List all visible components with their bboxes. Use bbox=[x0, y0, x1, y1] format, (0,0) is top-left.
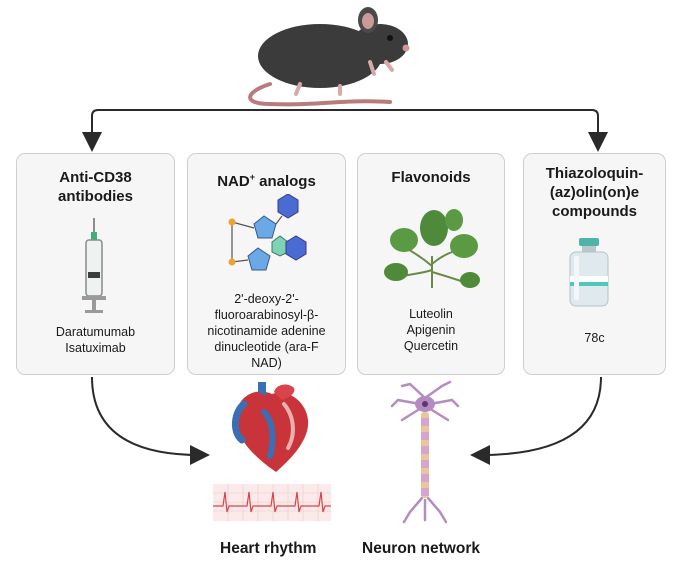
card-thiazoloquinazolines: Thiazoloquin- (az)olin(on)e compounds 78… bbox=[523, 153, 666, 375]
ecg-icon bbox=[213, 484, 331, 521]
item: nicotinamide adenine bbox=[207, 324, 326, 338]
title-line: (az)olin(on)e bbox=[549, 184, 640, 201]
left-merge-arrow bbox=[91, 376, 210, 465]
syringe-icon bbox=[82, 218, 106, 313]
item: Isatuximab bbox=[65, 341, 126, 355]
card-items: Luteolin Apigenin Quercetin bbox=[358, 306, 504, 354]
item: Apigenin bbox=[406, 323, 456, 337]
card-items: 78c bbox=[524, 330, 665, 346]
card-title: NAD+ analogs bbox=[188, 168, 345, 191]
title-line: compounds bbox=[552, 203, 637, 220]
item: 2'-deoxy-2'- bbox=[234, 292, 299, 306]
item: Quercetin bbox=[403, 339, 459, 353]
item: 78c bbox=[584, 331, 605, 345]
card-items: Daratumumab Isatuximab bbox=[17, 324, 174, 356]
card-items: 2'-deoxy-2'- fluoroarabinosyl-β- nicotin… bbox=[188, 291, 345, 371]
heart-rhythm-label: Heart rhythm bbox=[220, 540, 317, 557]
title-rest: analogs bbox=[254, 173, 316, 190]
plant-icon bbox=[384, 209, 480, 288]
title-line: Thiazoloquin- bbox=[545, 165, 644, 182]
heart-icon bbox=[232, 382, 309, 472]
top-split-arrow bbox=[82, 109, 340, 152]
top-split-arrow-right bbox=[340, 109, 608, 152]
item: Luteolin bbox=[409, 307, 453, 321]
title-main: NAD bbox=[217, 173, 250, 190]
right-merge-arrow bbox=[470, 376, 602, 465]
card-nad-analogs: NAD+ analogs 2'-deoxy-2'- fluoroarabinos… bbox=[187, 153, 346, 375]
vial-icon bbox=[569, 238, 609, 307]
title-line: Anti-CD38 bbox=[59, 169, 132, 186]
item: fluoroarabinosyl-β- bbox=[214, 308, 319, 322]
mouse-icon bbox=[248, 7, 410, 107]
title-sup: + bbox=[249, 172, 255, 182]
molecule-icon bbox=[228, 194, 307, 271]
card-title: Anti-CD38 antibodies bbox=[17, 168, 174, 206]
item: Daratumumab bbox=[55, 325, 136, 339]
item: dinucleotide (ara-F bbox=[214, 340, 319, 354]
neuron-icon bbox=[390, 380, 460, 524]
neuron-network-label: Neuron network bbox=[362, 540, 480, 557]
item: NAD) bbox=[251, 356, 282, 370]
card-title: Thiazoloquin- (az)olin(on)e compounds bbox=[524, 164, 665, 221]
title-line: Flavonoids bbox=[391, 169, 471, 186]
title-line: antibodies bbox=[57, 188, 133, 205]
card-anti-cd38: Anti-CD38 antibodies Daratumumab Isatuxi… bbox=[16, 153, 175, 375]
card-title: Flavonoids bbox=[358, 168, 504, 187]
card-flavonoids: Flavonoids Luteolin Apigenin Quercetin bbox=[357, 153, 505, 375]
